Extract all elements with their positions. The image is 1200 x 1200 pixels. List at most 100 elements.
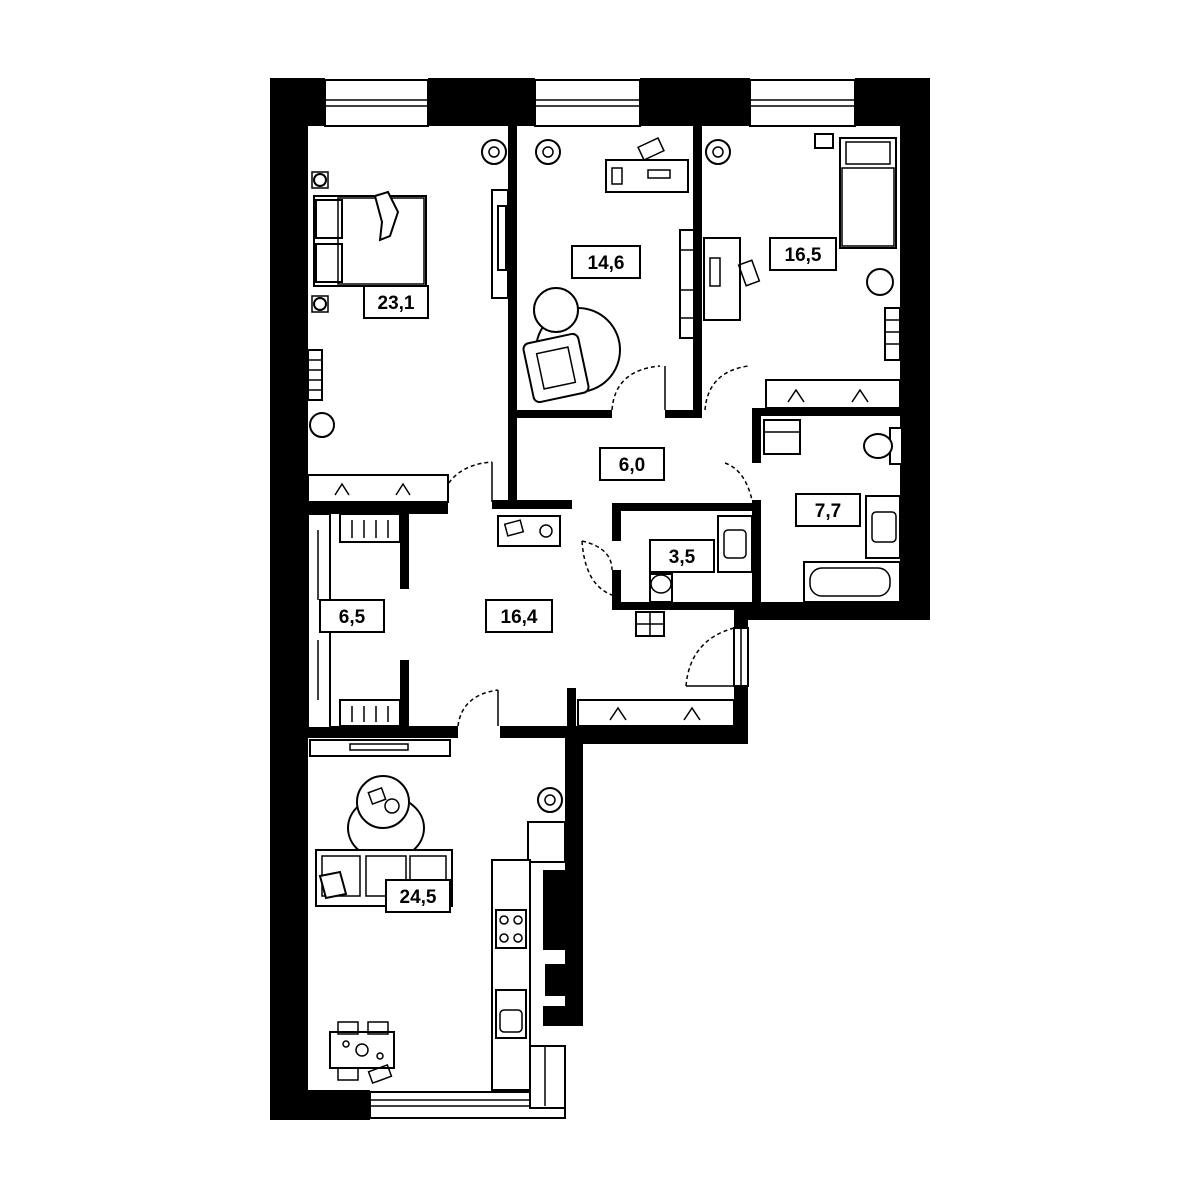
area-value: 16,5 (785, 245, 822, 266)
area-value: 3,5 (669, 547, 696, 568)
single-bed-icon (839, 137, 897, 249)
area-value: 14,6 (588, 253, 625, 274)
area-value: 6,5 (339, 607, 366, 628)
armchair-icon (522, 287, 621, 404)
window-living (369, 1045, 566, 1119)
area-value: 23,1 (378, 293, 415, 314)
bathroom-furniture (763, 419, 903, 603)
double-bed-icon (313, 190, 427, 287)
plant-icon (705, 139, 731, 165)
door-bathroom (724, 462, 753, 501)
living-kitchen-furniture (309, 739, 566, 1091)
outer-wall-right-bottom (745, 602, 930, 620)
outer-wall-right (900, 78, 930, 620)
wall-bed2-bottom-a (517, 410, 612, 418)
radiator-icon (307, 349, 323, 401)
wall-wardrobe-right-bottom (400, 660, 409, 728)
area-value: 7,7 (815, 501, 841, 522)
toilet-icon (649, 573, 673, 603)
dining-table-icon (329, 1021, 395, 1085)
wall-bed3-bottom (752, 408, 900, 416)
wall-bath-left-bottom (752, 500, 761, 610)
wall-bed2-bottom-b (665, 410, 702, 418)
wardrobe-icon (765, 379, 901, 409)
outer-wall-hall-bottom (565, 726, 748, 744)
fridge-icon (527, 821, 566, 863)
doors (439, 365, 753, 727)
wall-wc-bottom (612, 602, 752, 610)
toilet-icon (863, 427, 903, 465)
window-bedroom-3 (749, 79, 856, 127)
area-label-corridor: 6,0 (599, 447, 665, 481)
area-label-living-kitchen: 24,5 (385, 879, 451, 913)
wardrobe-icon (577, 699, 735, 727)
desk-icon (605, 137, 689, 193)
area-label-hall: 16,4 (485, 599, 553, 633)
outer-wall-left (270, 78, 308, 1120)
washing-machine-icon (763, 419, 801, 455)
wall-living-top-b (500, 726, 565, 738)
nightstand-lamp-icon (313, 173, 327, 187)
bathtub-icon (803, 561, 901, 603)
wall-hall-top-stub (492, 500, 572, 509)
wall-wc-top (612, 503, 752, 511)
kitchen-column-2 (545, 964, 565, 996)
desk-icon (703, 237, 761, 321)
plant-icon (537, 787, 563, 813)
wall-bed1-bed2 (508, 126, 517, 501)
clothes-rack-icon (339, 513, 401, 543)
bedroom-2-furniture (522, 137, 695, 404)
area-label-bedroom-3: 16,5 (769, 237, 837, 271)
coffee-table-icon (347, 775, 425, 861)
area-label-bathroom: 7,7 (795, 493, 861, 527)
outer-wall-top-1 (270, 78, 325, 126)
chair-icon (309, 412, 335, 438)
area-labels: 23,1 14,6 16,5 6,0 7,7 3,5 6,5 16,4 (319, 237, 861, 913)
sink-icon (717, 515, 753, 573)
door-wc-arc (581, 540, 613, 596)
area-label-wardrobe: 6,5 (319, 599, 385, 633)
bookshelf-icon (679, 229, 695, 339)
sink-icon (865, 495, 901, 559)
area-label-bedroom-2: 14,6 (571, 245, 641, 279)
stove-icon (495, 909, 527, 949)
console-table-icon (497, 515, 561, 547)
kitchen-column-1 (543, 870, 565, 950)
chair-icon (866, 268, 894, 296)
wall-bed2-bed3 (693, 126, 702, 416)
area-label-bedroom-1: 23,1 (363, 285, 429, 319)
window-hall (733, 627, 749, 687)
bedroom-1-furniture (307, 139, 509, 503)
tv-stand-icon (491, 189, 509, 299)
outer-wall-top-2 (428, 78, 535, 126)
nightstand-icon (814, 133, 834, 149)
area-label-wc: 3,5 (649, 539, 715, 573)
window-bedroom-1 (324, 79, 429, 127)
wc-furniture (649, 515, 753, 603)
door-bedroom-3 (704, 365, 749, 411)
plant-icon (535, 139, 561, 165)
wall-bed1-bottom (308, 502, 448, 514)
doormat-icon (635, 611, 665, 637)
wall-living-top (308, 726, 458, 738)
outer-wall-kitchen-right (565, 726, 583, 1026)
wardrobe-icon (307, 474, 449, 503)
wall-wardrobe-right-top (400, 514, 409, 589)
door-entrance (685, 627, 735, 687)
radiator-icon (884, 307, 901, 361)
window-bedroom-2 (534, 79, 641, 127)
door-living (457, 689, 499, 727)
wall-bath-left-top (752, 408, 761, 463)
nightstand-lamp-icon (313, 297, 327, 311)
sink-icon (495, 989, 527, 1039)
outer-wall-bottom-left (270, 1090, 370, 1120)
outer-wall-top-3 (640, 78, 750, 126)
hall-furniture (497, 515, 735, 727)
area-value: 6,0 (619, 455, 645, 476)
wall-wc-left-bottom (612, 570, 621, 610)
door-bedroom-1 (439, 461, 493, 503)
kitchen-counter-icon (491, 859, 531, 1091)
plant-icon (481, 139, 507, 165)
wall-hall-closet-left (567, 688, 576, 728)
